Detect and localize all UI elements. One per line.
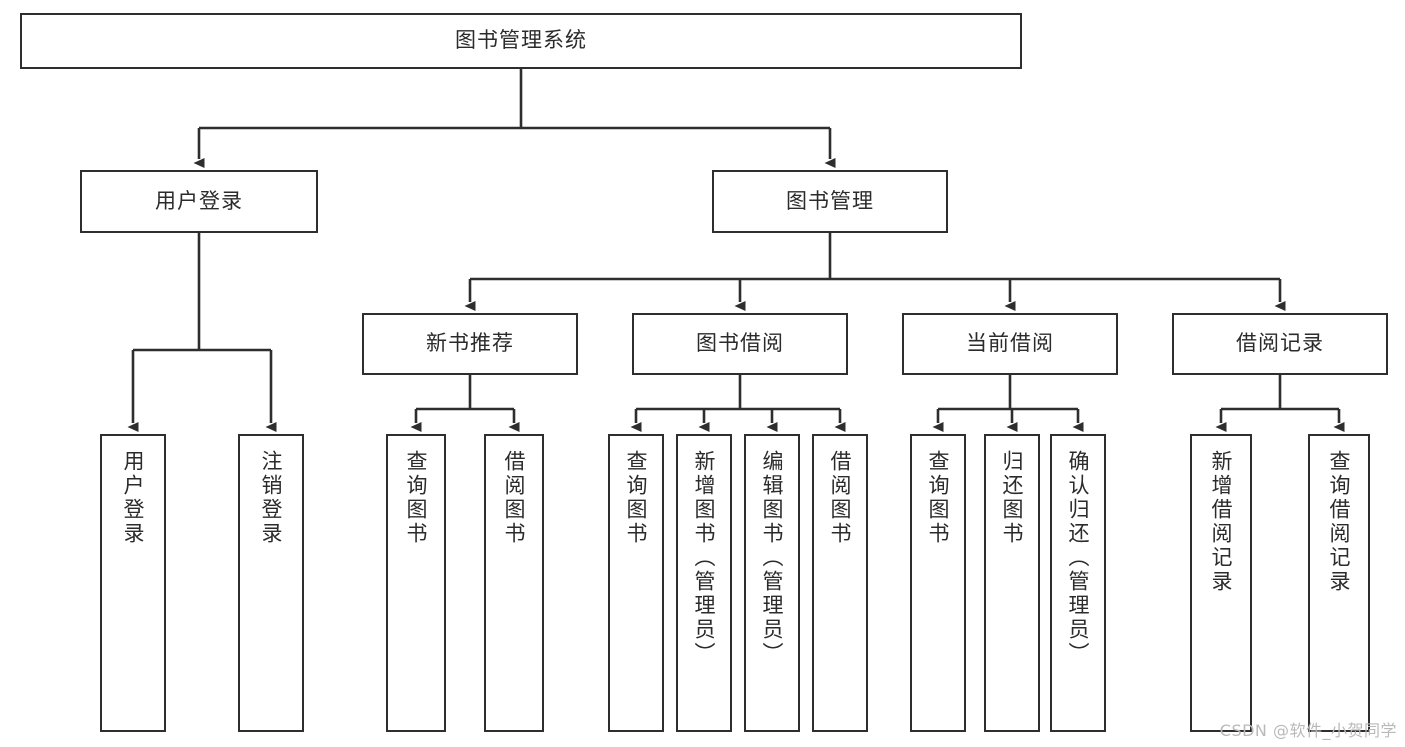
node-book-manage[interactable]: 图书管理	[712, 170, 948, 233]
node-label: 新书推荐	[426, 331, 514, 356]
node-new-book-recommend[interactable]: 新书推荐	[362, 313, 578, 375]
node-label: 当前借阅	[966, 331, 1054, 356]
node-label: 编辑图书（管理员）	[760, 450, 784, 666]
node-leaf-add-record[interactable]: 新增借阅记录	[1190, 434, 1252, 732]
node-user-login[interactable]: 用户登录	[80, 170, 318, 233]
node-leaf-user-logout[interactable]: 注销登录	[238, 434, 304, 732]
node-label: 查询图书	[404, 450, 428, 546]
node-label: 图书管理系统	[455, 28, 587, 53]
node-label: 图书借阅	[696, 331, 784, 356]
node-label: 查询图书	[624, 450, 648, 546]
node-label: 借阅记录	[1236, 331, 1324, 356]
node-book-borrow[interactable]: 图书借阅	[632, 313, 848, 375]
node-label: 注销登录	[259, 450, 283, 546]
node-label: 新增借阅记录	[1209, 450, 1233, 594]
node-leaf-query-book-2[interactable]: 查询图书	[608, 434, 664, 732]
node-current-borrow[interactable]: 当前借阅	[902, 313, 1118, 375]
node-label: 归还图书	[1000, 450, 1024, 546]
node-leaf-borrow-book-1[interactable]: 借阅图书	[484, 434, 544, 732]
node-leaf-edit-book[interactable]: 编辑图书（管理员）	[744, 434, 800, 732]
node-leaf-user-login[interactable]: 用户登录	[100, 434, 166, 732]
node-leaf-borrow-book-2[interactable]: 借阅图书	[812, 434, 868, 732]
node-label: 用户登录	[121, 450, 145, 546]
node-label: 确认归还（管理员）	[1066, 450, 1090, 666]
node-label: 查询借阅记录	[1327, 450, 1351, 594]
node-leaf-confirm-return[interactable]: 确认归还（管理员）	[1050, 434, 1106, 732]
node-leaf-return-book[interactable]: 归还图书	[984, 434, 1040, 732]
csdn-watermark: CSDN @软件_小贺同学	[1219, 721, 1397, 740]
node-label: 用户登录	[155, 188, 243, 213]
node-leaf-query-book-3[interactable]: 查询图书	[910, 434, 966, 732]
node-leaf-query-record[interactable]: 查询借阅记录	[1308, 434, 1370, 732]
node-leaf-query-book-1[interactable]: 查询图书	[386, 434, 446, 732]
node-borrow-record[interactable]: 借阅记录	[1172, 313, 1388, 375]
node-label: 图书管理	[786, 188, 874, 213]
node-label: 借阅图书	[828, 450, 852, 546]
node-label: 借阅图书	[502, 450, 526, 546]
node-label: 查询图书	[926, 450, 950, 546]
node-root[interactable]: 图书管理系统	[20, 13, 1022, 69]
node-leaf-add-book[interactable]: 新增图书（管理员）	[676, 434, 732, 732]
node-label: 新增图书（管理员）	[692, 450, 716, 666]
